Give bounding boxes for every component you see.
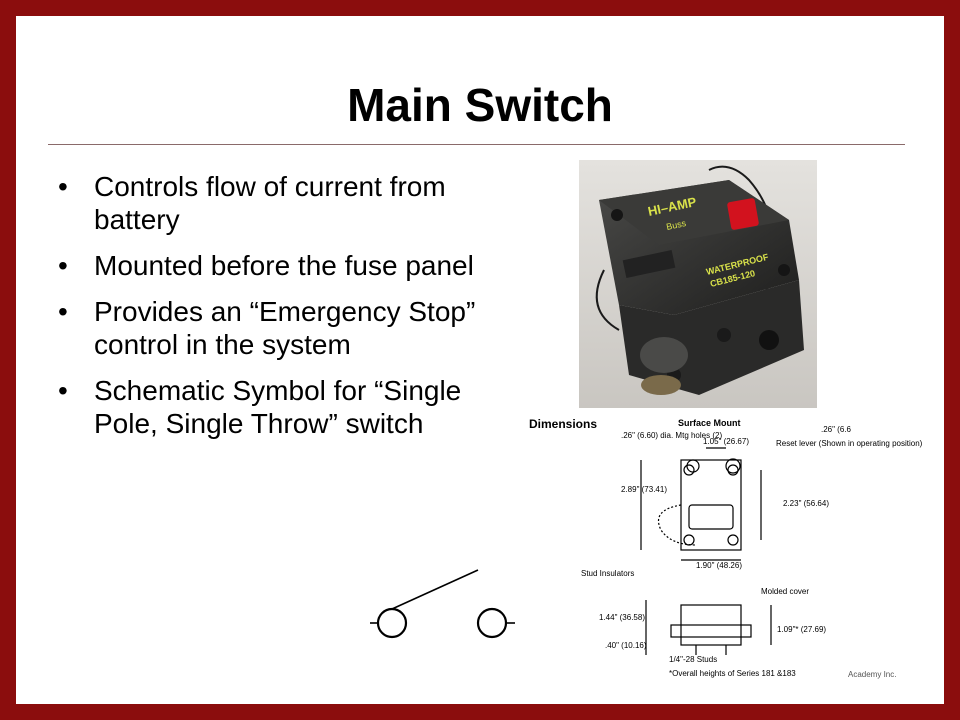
diagram-heading: Dimensions [529,417,597,431]
dim-note: *Overall heights of Series 181 &183 [669,669,796,678]
bullet-item: • Provides an “Emergency Stop” control in… [56,295,476,361]
dim-side-left: 1.44" (36.58) [599,613,645,622]
bullet-text: Provides an “Emergency Stop” control in … [94,296,476,360]
bullet-item: • Schematic Symbol for “Single Pole, Sing… [56,374,476,440]
circuit-breaker-photo: HI–AMP Buss WATERPROOF CB185-120 [579,160,817,408]
dim-hole: .26" (6.60) dia. Mtg holes (2) [621,431,722,440]
dim-height-left: 2.89" (73.41) [621,485,667,494]
bullet-item: • Mounted before the fuse panel [56,249,476,282]
dim-width-top: 1.05" (26.67) [703,437,749,446]
bullet-text: Controls flow of current from battery [94,171,446,235]
dim-side-small: .40" (10.16) [605,641,647,650]
title-divider [48,144,905,145]
dimensions-diagram: Dimensions Surface Mount .26" (6.6 .26" … [521,410,923,685]
dim-width-bottom: 1.90" (48.26) [696,561,742,570]
dim-side-right: 1.09"* (27.69) [777,625,826,634]
diagram-subheading: Surface Mount [678,418,741,428]
circuit-breaker-illustration: HI–AMP Buss WATERPROOF CB185-120 [579,160,817,408]
bullet-dot-icon: • [58,296,68,327]
footer-text: Academy Inc. [848,670,897,679]
dim-stud-insulators: Stud Insulators [581,569,634,578]
slide-title: Main Switch [347,79,613,131]
sub-brand-text: Buss [665,218,687,232]
spst-switch-symbol-icon [370,569,515,639]
bullet-dot-icon: • [58,250,68,281]
bullet-text: Schematic Symbol for “Single Pole, Singl… [94,375,462,439]
bullet-list: • Controls flow of current from battery •… [56,170,476,453]
bullet-text: Mounted before the fuse panel [94,250,474,281]
bullet-item: • Controls flow of current from battery [56,170,476,236]
bullet-dot-icon: • [58,171,68,202]
dim-molded-cover: Molded cover [761,587,809,596]
dim-height-right: 2.23" (56.64) [783,499,829,508]
bullet-dot-icon: • [58,375,68,406]
dimensions-drawing: Dimensions Surface Mount .26" (6.6 .26" … [529,417,923,678]
dim-reset: Reset lever (Shown in operating position… [776,439,923,448]
dim-top-right: .26" (6.6 [821,425,852,434]
dim-studs: 1/4"-28 Studs [669,655,717,664]
